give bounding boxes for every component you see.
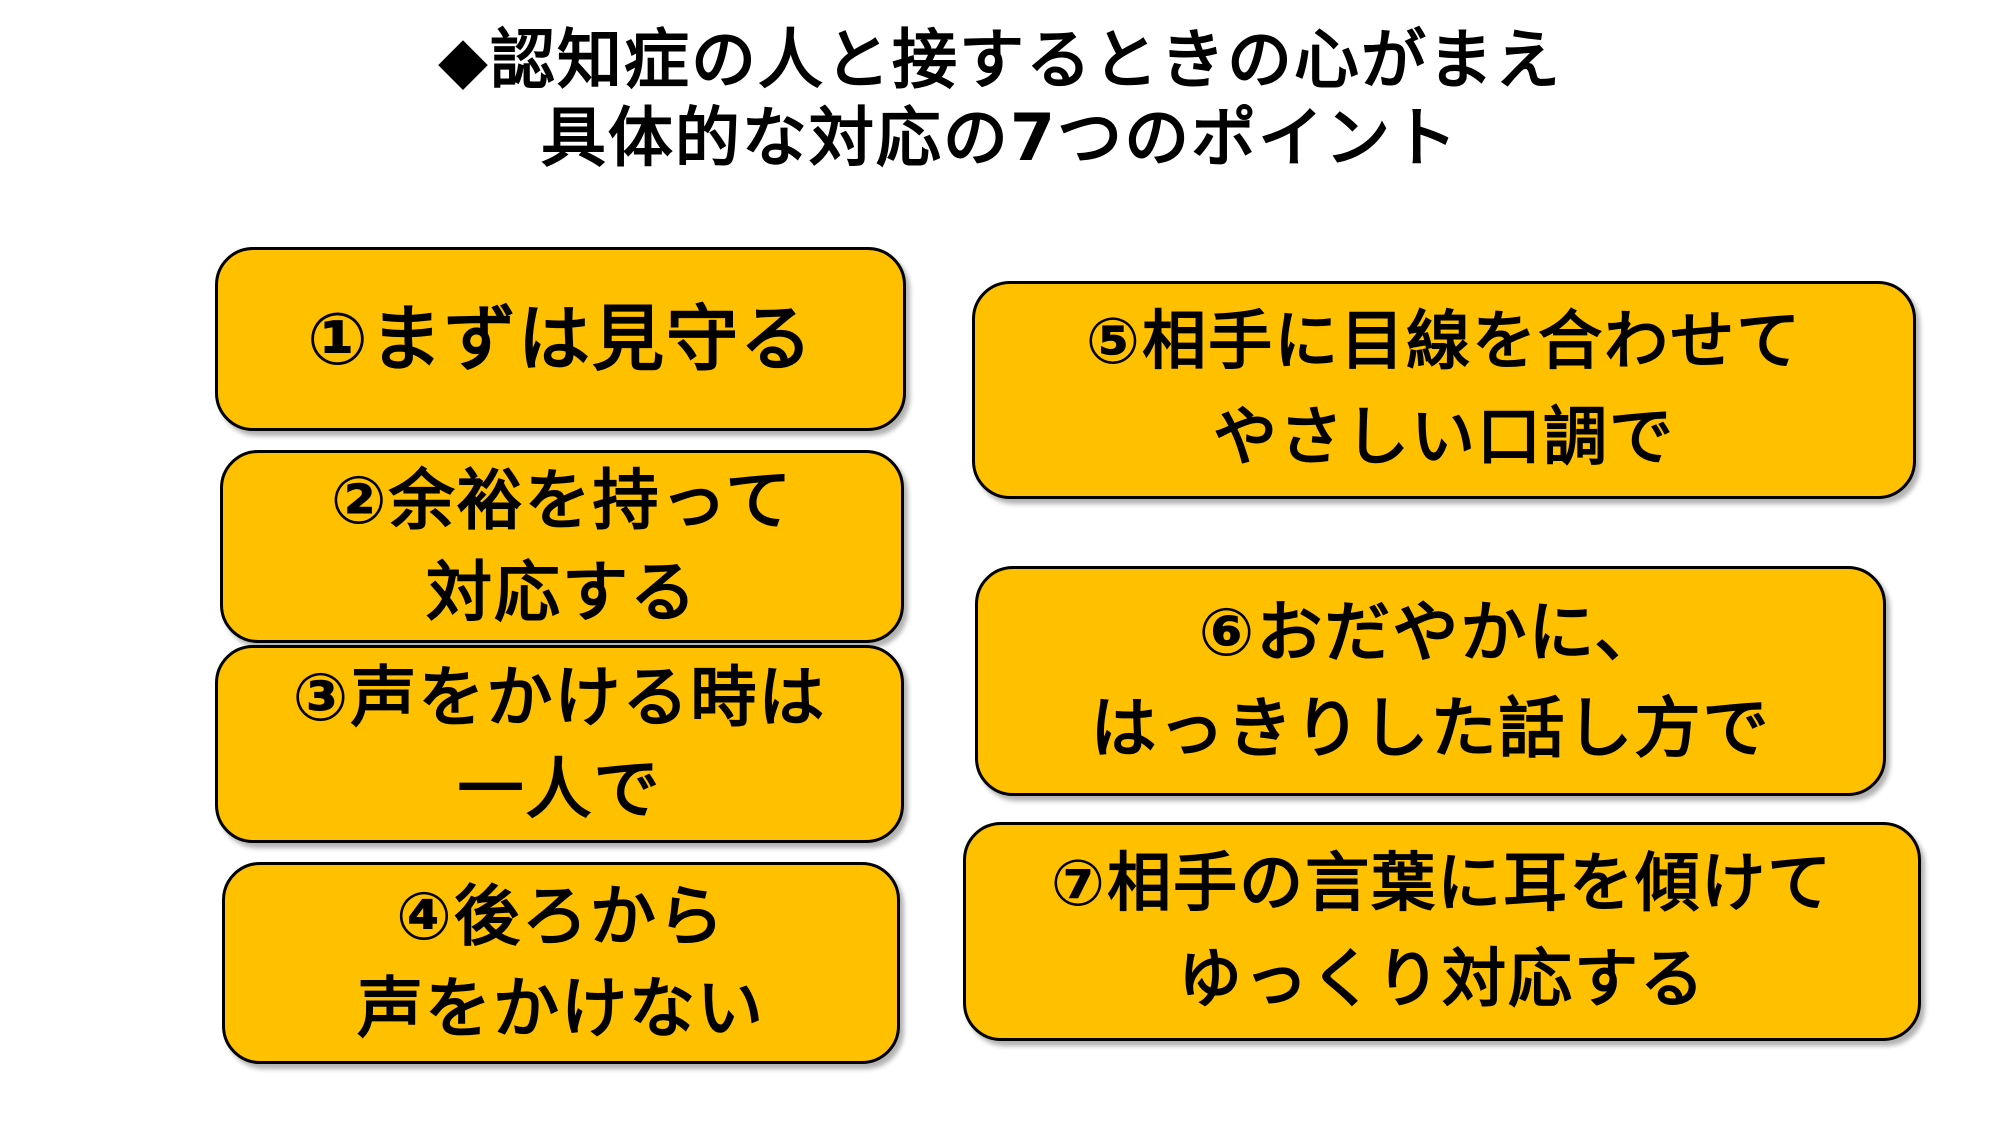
point-box-2-line-1: ②余裕を持って bbox=[330, 461, 794, 539]
point-box-5-line-2: やさしい口調で bbox=[1213, 401, 1675, 475]
point-box-3-line-2: 一人で bbox=[457, 751, 662, 828]
point-box-3-text: ③声をかける時は 一人で bbox=[293, 652, 827, 836]
point-box-6-line-2: はっきりした話し方で bbox=[1090, 690, 1771, 767]
point-box-6-line-1: ⑥おだやかに、 bbox=[1198, 594, 1663, 671]
point-box-4-line-1: ④後ろから bbox=[396, 878, 726, 955]
slide-title: ◆認知症の人と接するときの心がまえ 具体的な対応の7つのポイント bbox=[0, 22, 2000, 178]
point-box-1-line-1: ①まずは見守る bbox=[307, 297, 814, 381]
point-box-5: ⑤相手に目線を合わせて やさしい口調で bbox=[972, 281, 1916, 499]
point-box-5-line-1: ⑤相手に目線を合わせて bbox=[1085, 305, 1803, 379]
slide-title-line-1: ◆認知症の人と接するときの心がまえ bbox=[438, 23, 1562, 98]
point-box-2-text: ②余裕を持って 対応する bbox=[331, 455, 794, 639]
point-box-6-text: ⑥おだやかに、 はっきりした話し方で bbox=[1091, 585, 1771, 777]
point-box-7-text: ⑦相手の言葉に耳を傾けて ゆっくり対応する bbox=[1051, 836, 1833, 1028]
point-box-4: ④後ろから 声をかけない bbox=[222, 862, 900, 1064]
slide-title-line-2: 具体的な対応の7つのポイント bbox=[540, 101, 1460, 176]
point-box-7: ⑦相手の言葉に耳を傾けて ゆっくり対応する bbox=[963, 822, 1921, 1041]
point-box-4-text: ④後ろから 声をかけない bbox=[357, 871, 765, 1055]
point-box-7-line-1: ⑦相手の言葉に耳を傾けて bbox=[1050, 846, 1834, 921]
point-box-3-line-1: ③声をかける時は bbox=[292, 659, 827, 736]
point-box-5-text: ⑤相手に目線を合わせて やさしい口調で bbox=[1086, 294, 1802, 486]
point-box-1: ①まずは見守る bbox=[215, 247, 906, 431]
point-box-4-line-2: 声をかけない bbox=[357, 970, 765, 1047]
point-box-7-line-2: ゆっくり対応する bbox=[1178, 942, 1706, 1017]
point-box-2: ②余裕を持って 対応する bbox=[220, 450, 904, 643]
point-box-3: ③声をかける時は 一人で bbox=[215, 645, 904, 843]
point-box-6: ⑥おだやかに、 はっきりした話し方で bbox=[975, 566, 1886, 796]
point-box-2-line-2: 対応する bbox=[426, 553, 698, 631]
point-box-1-text: ①まずは見守る bbox=[307, 293, 814, 385]
